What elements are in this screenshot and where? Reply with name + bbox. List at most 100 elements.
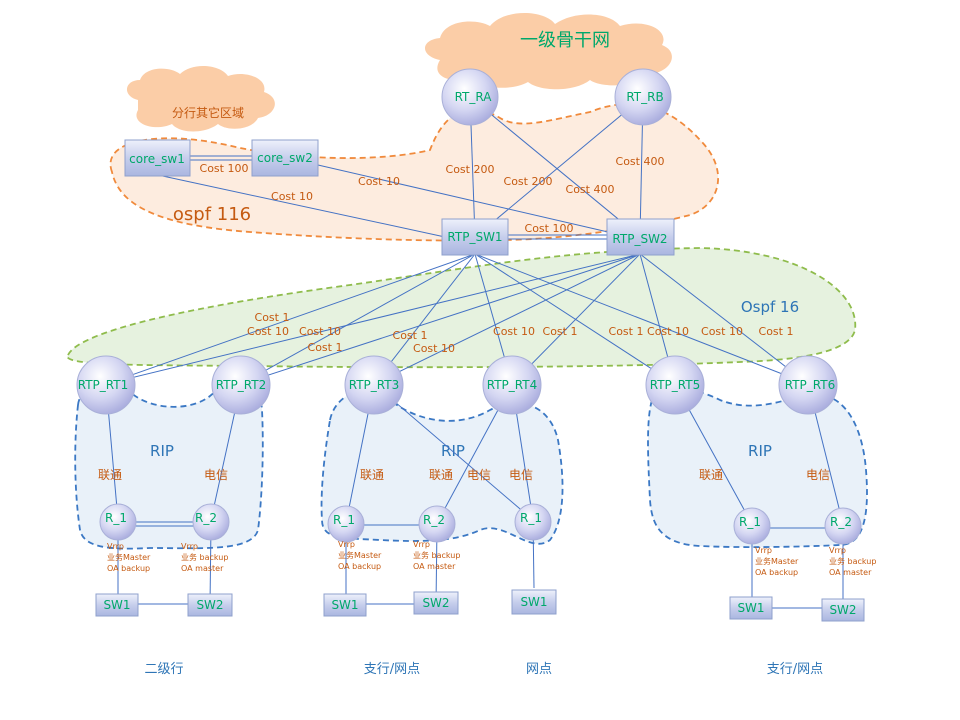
cost-label: Cost 1 (393, 329, 428, 342)
cost-label: Cost 200 (446, 163, 495, 176)
router-rtp-rt5-label: RTP_RT5 (650, 378, 700, 392)
note-line: Vrrp (338, 540, 355, 549)
cost-label: Cost 10 (358, 175, 400, 188)
cost-label: Cost 1 (609, 325, 644, 338)
vrrp-note-g2-backup: Vrrp 业务 backup OA master (413, 540, 460, 571)
switch-g1-sw2-label: SW2 (196, 598, 223, 612)
router-rtp-rt5[interactable]: RTP_RT5 (645, 355, 705, 415)
switch-g2-sw1[interactable]: SW1 (323, 593, 367, 617)
switch-g4-sw2[interactable]: SW2 (821, 598, 865, 622)
switch-g1-sw2[interactable]: SW2 (187, 593, 233, 617)
vrrp-note-g1-master: Vrrp 业务Master OA backup (107, 542, 151, 573)
router-g2-r2[interactable]: R_2 (418, 505, 456, 543)
backbone-cloud: 一级骨干网 (425, 13, 672, 90)
note-line: 业务Master (107, 552, 151, 562)
vrrp-note-g1-backup: Vrrp 业务 backup OA master (181, 542, 228, 573)
bottom-label-g2: 支行/网点 (364, 662, 420, 677)
rip-zone-mid (320, 389, 564, 545)
cost-label: Cost 100 (525, 222, 574, 235)
router-rtp-rt1[interactable]: RTP_RT1 (76, 355, 136, 415)
router-rtp-rt4[interactable]: RTP_RT4 (482, 355, 542, 415)
switch-rtp-sw2[interactable]: RTP_SW2 (606, 218, 675, 256)
cost-label: Cost 1 (543, 325, 578, 338)
cost-label: Cost 10 (299, 325, 341, 338)
switch-g4-sw1[interactable]: SW1 (729, 596, 773, 620)
router-rtp-rt6-label: RTP_RT6 (785, 378, 835, 392)
cost-label: Cost 1 (308, 341, 343, 354)
note-line: OA master (829, 568, 872, 577)
switch-g3-sw1[interactable]: SW1 (511, 589, 557, 615)
router-g1-r1[interactable]: R_1 (99, 503, 137, 541)
router-rtp-rt1-label: RTP_RT1 (78, 378, 128, 392)
router-rtp-rt6[interactable]: RTP_RT6 (778, 355, 838, 415)
note-line: Vrrp (181, 542, 198, 551)
router-rt-rb[interactable]: RT_RB (614, 68, 672, 126)
cost-label: Cost 400 (566, 183, 615, 196)
switch-g2-sw2-label: SW2 (422, 596, 449, 610)
cost-label: Cost 200 (504, 175, 553, 188)
note-line: 业务 backup (181, 552, 228, 562)
cost-label: Cost 100 (200, 162, 249, 175)
isp-label: 电信 (509, 468, 533, 482)
branch-cloud-label: 分行其它区域 (172, 105, 244, 120)
isp-label: 电信 (204, 468, 228, 482)
isp-labels: 联通 电信 联通 联通 电信 电信 联通 电信 (98, 468, 830, 482)
router-rtp-rt4-label: RTP_RT4 (487, 378, 537, 392)
ospf116-zone-label: ospf 116 (173, 204, 251, 225)
rip-zone-right-label: RIP (748, 442, 772, 460)
switch-g2-sw2[interactable]: SW2 (413, 591, 459, 615)
bottom-labels: 二级行 支行/网点 网点 支行/网点 (144, 662, 823, 677)
router-rtp-rt3-label: RTP_RT3 (349, 378, 399, 392)
cost-label: Cost 10 (647, 325, 689, 338)
router-g1-r2[interactable]: R_2 (192, 503, 230, 541)
switch-core-sw2-label: core_sw2 (257, 151, 313, 165)
router-rtp-rt2[interactable]: RTP_RT2 (211, 355, 271, 415)
isp-label: 联通 (98, 468, 122, 482)
vrrp-note-g2-master: Vrrp 业务Master OA backup (338, 540, 382, 571)
switch-core-sw1[interactable]: core_sw1 (124, 139, 191, 177)
note-line: OA backup (755, 568, 798, 577)
note-line: 业务Master (338, 550, 382, 560)
bottom-label-g1: 二级行 (144, 662, 183, 677)
router-g4-r2[interactable]: R_2 (824, 507, 862, 545)
router-g2-r1[interactable]: R_1 (327, 505, 365, 543)
switch-g2-sw1-label: SW1 (331, 598, 358, 612)
router-g4-r1[interactable]: R_1 (733, 507, 771, 545)
switch-g4-sw2-label: SW2 (829, 603, 856, 617)
note-line: Vrrp (829, 546, 846, 555)
cost-label: Cost 10 (701, 325, 743, 338)
vrrp-note-g4-backup: Vrrp 业务 backup OA master (829, 546, 876, 577)
rip-zone-left-label: RIP (150, 442, 174, 460)
isp-label: 联通 (360, 468, 384, 482)
router-g4-r2-label: R_2 (830, 515, 852, 529)
isp-label: 电信 (806, 468, 830, 482)
note-line: 业务Master (755, 556, 799, 566)
router-g3-r1[interactable]: R_1 (514, 503, 552, 541)
cost-label: Cost 1 (759, 325, 794, 338)
cost-label: Cost 10 (247, 325, 289, 338)
switch-core-sw2[interactable]: core_sw2 (251, 139, 319, 177)
isp-label: 联通 (429, 468, 453, 482)
router-g2-r2-label: R_2 (423, 513, 445, 527)
router-rt-ra[interactable]: RT_RA (441, 68, 499, 126)
backbone-cloud-label: 一级骨干网 (520, 30, 610, 51)
isp-label: 电信 (467, 468, 491, 482)
bottom-label-g3: 网点 (526, 662, 552, 677)
note-line: OA backup (107, 564, 150, 573)
switch-g1-sw1[interactable]: SW1 (95, 593, 139, 617)
switch-g1-sw1-label: SW1 (103, 598, 130, 612)
router-g3-r1-label: R_1 (520, 511, 542, 525)
router-rtp-rt2-label: RTP_RT2 (216, 378, 266, 392)
router-g2-r1-label: R_1 (333, 513, 355, 527)
switch-rtp-sw1[interactable]: RTP_SW1 (441, 218, 509, 256)
cost-label: Cost 10 (493, 325, 535, 338)
cost-label: Cost 10 (413, 342, 455, 355)
note-line: OA backup (338, 562, 381, 571)
router-g1-r1-label: R_1 (105, 511, 127, 525)
vrrp-notes: Vrrp 业务Master OA backup Vrrp 业务 backup O… (107, 540, 876, 577)
switch-rtp-sw1-label: RTP_SW1 (447, 230, 502, 244)
switch-g3-sw1-label: SW1 (520, 595, 547, 609)
router-rtp-rt3[interactable]: RTP_RT3 (344, 355, 404, 415)
